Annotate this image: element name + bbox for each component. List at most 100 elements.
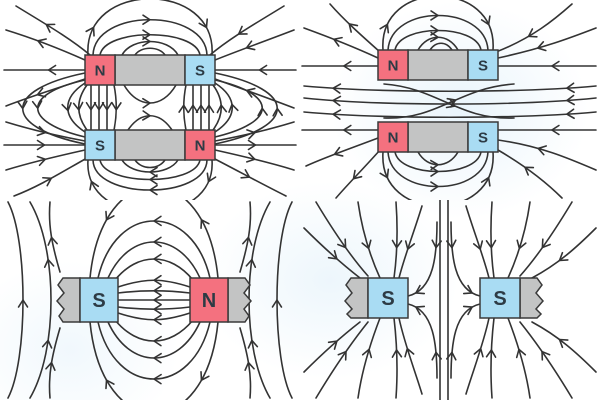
- field-line: [5, 29, 86, 61]
- field-line-arrowhead: [446, 239, 457, 249]
- field-line: [276, 201, 293, 399]
- field-line: [393, 317, 398, 399]
- south-pole-block: [467, 49, 499, 81]
- field-line: [303, 227, 361, 279]
- field-line: [490, 201, 495, 279]
- field-line: [497, 27, 597, 59]
- field-line-arrowhead: [541, 238, 551, 249]
- field-line: [134, 47, 166, 56]
- field-line-arrowhead: [246, 129, 256, 140]
- field-line: [89, 200, 219, 279]
- field-line: [407, 303, 438, 379]
- field-line-arrowhead: [149, 166, 158, 178]
- magnet-body: [114, 129, 186, 161]
- field-line: [127, 115, 173, 131]
- field-line: [248, 201, 271, 399]
- magnet-left-south: S: [344, 277, 409, 319]
- field-line-arrowhead: [245, 258, 257, 269]
- field-line-arrowhead: [524, 166, 535, 176]
- magnet-right-north: N: [189, 277, 252, 323]
- field-line-arrowhead: [271, 299, 283, 308]
- field-line-arrowhead: [36, 87, 47, 98]
- field-line: [92, 159, 208, 191]
- field-line: [507, 317, 531, 399]
- field-line-arrowhead: [415, 305, 426, 316]
- field-line: [495, 3, 573, 53]
- field-line-arrowhead: [237, 25, 248, 35]
- field-line: [99, 159, 201, 181]
- field-line-arrowhead: [153, 294, 162, 306]
- pole-label-n: N: [388, 130, 399, 147]
- field-line: [182, 84, 187, 131]
- field-line-arrowhead: [198, 18, 209, 29]
- field-line: [29, 201, 52, 399]
- field-line-arrowhead: [462, 284, 473, 295]
- field-lines: [3, 0, 297, 200]
- diagram-parallel-pair: N S N S: [300, 0, 600, 200]
- bar-magnet-bottom: S N: [84, 129, 216, 161]
- field-line-arrowhead: [85, 26, 95, 37]
- field-line-arrowhead: [446, 351, 457, 361]
- field-lines: [7, 200, 293, 400]
- field-line: [123, 84, 177, 104]
- field-line-arrowhead: [480, 176, 491, 187]
- field-line-arrowhead: [245, 40, 256, 51]
- field-line: [114, 258, 194, 281]
- field-line-arrowhead: [537, 41, 547, 52]
- field-line-arrowhead: [61, 102, 72, 112]
- pole-label-n: N: [388, 58, 399, 75]
- field-line-arrowhead: [558, 251, 569, 262]
- field-line-arrowhead: [485, 349, 497, 358]
- field-line: [7, 201, 24, 399]
- field-line-arrowhead: [153, 352, 162, 364]
- diagram-parallel-pair-svg: N S N S: [301, 0, 597, 200]
- field-line-arrowhead: [332, 109, 342, 120]
- field-line-arrowhead: [566, 82, 575, 94]
- diagram-attraction-unlike-poles: S N: [0, 200, 300, 400]
- field-line-arrowhead: [153, 335, 162, 347]
- field-line: [87, 159, 213, 200]
- field-line-arrowhead: [333, 146, 344, 157]
- field-line: [97, 220, 211, 279]
- field-line-arrowhead: [431, 239, 442, 249]
- field-line-arrowhead: [37, 38, 47, 49]
- field-line: [77, 84, 88, 131]
- field-line: [383, 83, 515, 119]
- field-line: [99, 34, 201, 56]
- field-line: [97, 321, 211, 380]
- field-lines: [303, 200, 597, 400]
- field-line-arrowhead: [17, 100, 28, 110]
- field-line-arrowhead: [348, 23, 359, 33]
- field-line: [212, 84, 223, 131]
- field-line-arrowhead: [93, 101, 105, 111]
- field-line-arrowhead: [216, 104, 228, 114]
- torn-magnet-body: [56, 277, 81, 323]
- diagram-repulsion-like-poles: S S: [300, 200, 600, 400]
- field-line-arrowhead: [153, 274, 162, 286]
- field-line-arrowhead: [153, 236, 162, 248]
- field-line-arrowhead: [480, 15, 491, 26]
- field-line-arrowhead: [206, 172, 217, 183]
- field-line-arrowhead: [36, 125, 47, 137]
- north-pole-block: [377, 121, 409, 153]
- field-line: [387, 151, 489, 188]
- field-line: [398, 317, 423, 395]
- field-line-arrowhead: [89, 180, 100, 191]
- field-line-arrowhead: [17, 299, 29, 308]
- magnet-body: [407, 49, 469, 81]
- field-line-arrowhead: [327, 340, 338, 350]
- field-line-arrowhead: [537, 145, 547, 156]
- field-line-arrowhead: [153, 373, 162, 385]
- field-line: [393, 201, 398, 279]
- field-line: [13, 157, 88, 197]
- field-line: [417, 151, 459, 166]
- field-line-arrowhead: [101, 101, 113, 111]
- field-line: [22, 72, 86, 145]
- field-line-arrowhead: [430, 31, 439, 43]
- field-line-arrowhead: [415, 284, 426, 295]
- field-line-arrowhead: [257, 107, 268, 117]
- field-line-arrowhead: [105, 210, 115, 221]
- field-line: [134, 159, 166, 169]
- field-line: [383, 83, 515, 119]
- field-line-arrowhead: [337, 238, 347, 249]
